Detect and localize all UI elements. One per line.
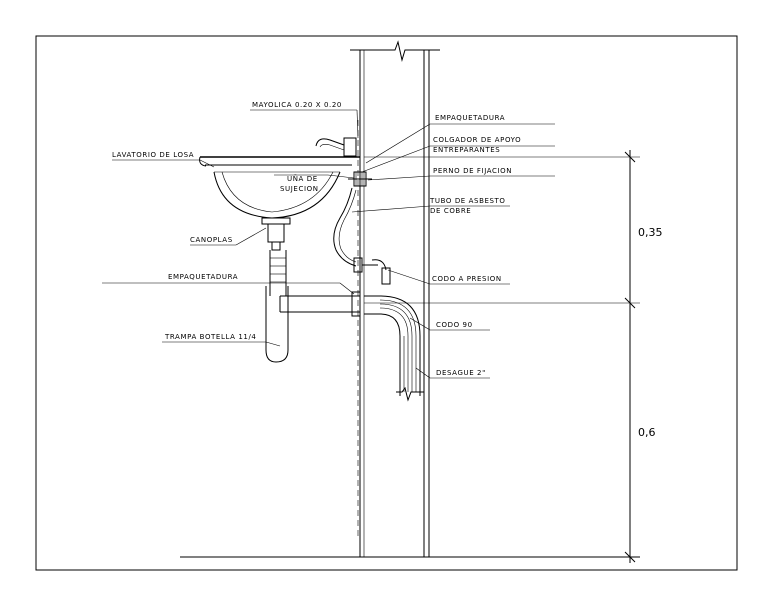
label-lavatorio: LAVATORIO DE LOSA [112, 151, 194, 159]
dimension-upper: 0,35 [638, 226, 663, 239]
drawing-frame [35, 35, 738, 571]
label-colgador-1: COLGADOR DE APOYO [433, 136, 521, 144]
dimension-lines [364, 150, 640, 563]
label-tubo-1: TUBO DE ASBESTO [429, 197, 506, 205]
label-trampa: TRAMPA BOTELLA 11/4 [164, 333, 256, 341]
label-empaquetadura-mid: EMPAQUETADURA [168, 273, 238, 281]
labels: MAYOLICA 0.20 X 0.20 EMPAQUETADURA COLGA… [112, 101, 663, 439]
label-una-2: SUJECION [280, 185, 319, 193]
supply-tube [333, 187, 391, 285]
faucet [315, 137, 357, 157]
leader-lines [102, 109, 555, 379]
elbow-90 [364, 295, 424, 402]
dimension-lower: 0,6 [638, 426, 656, 439]
label-empaquetadura-top: EMPAQUETADURA [435, 114, 505, 122]
label-perno: PERNO DE FIJACION [433, 167, 512, 175]
wall-bracket [348, 171, 372, 187]
label-una-1: UÑA DE [287, 174, 318, 183]
label-mayolica: MAYOLICA 0.20 X 0.20 [252, 101, 342, 109]
label-codo-90: CODO 90 [436, 321, 473, 329]
label-canoplas: CANOPLAS [190, 236, 233, 244]
drain-trap [261, 217, 361, 363]
label-tubo-2: DE COBRE [430, 207, 471, 215]
wall-section [350, 40, 440, 557]
label-codo-presion: CODO A PRESION [432, 275, 502, 283]
label-desague: DESAGUE 2" [436, 369, 486, 377]
label-colgador-2: ENTREPARANTES [433, 146, 500, 154]
